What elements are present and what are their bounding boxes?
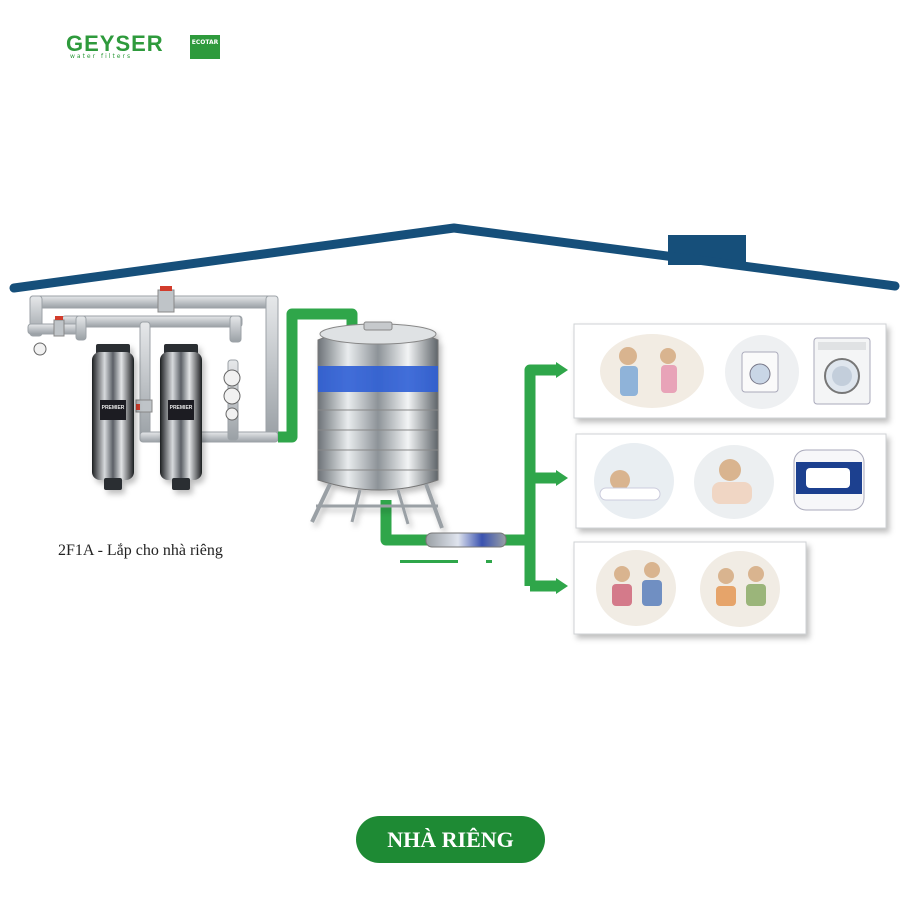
water-heater-icon xyxy=(794,450,864,510)
usage-panel-bathing xyxy=(576,434,886,528)
filter-label: PREMIER xyxy=(170,405,193,411)
filter-housing-2 xyxy=(160,344,202,490)
flow-indicator xyxy=(400,560,458,563)
filter-label: PREMIER xyxy=(102,405,125,411)
filter-pipework xyxy=(28,296,278,442)
nha-rieng-button[interactable]: NHÀ RIÊNG xyxy=(356,816,545,863)
usage-panel-laundry xyxy=(574,324,886,418)
storage-tank xyxy=(312,322,442,528)
pressure-gauge-icon xyxy=(34,343,46,355)
family-cooking-icon xyxy=(596,550,676,626)
uv-sterilizer xyxy=(426,533,506,547)
pressure-gauge-icon xyxy=(224,388,240,404)
bath-icon xyxy=(594,443,674,519)
arrow-right-icon xyxy=(556,362,568,378)
laundry-family-icon xyxy=(600,334,704,408)
washer-appliance-icon xyxy=(814,338,870,404)
caption: 2F1A - Lắp cho nhà riêng xyxy=(58,542,223,560)
arrow-right-icon xyxy=(556,470,568,486)
filter-housing-1 xyxy=(92,344,134,490)
flow-indicator xyxy=(486,560,492,563)
house-roof xyxy=(14,228,895,288)
pressure-gauge-icon xyxy=(224,370,240,386)
tank-band xyxy=(318,366,438,392)
family-dining-icon xyxy=(700,551,780,627)
pressure-gauge-icon xyxy=(226,408,238,420)
usage-panel-kitchen xyxy=(574,542,806,634)
arrow-right-icon xyxy=(556,578,568,594)
